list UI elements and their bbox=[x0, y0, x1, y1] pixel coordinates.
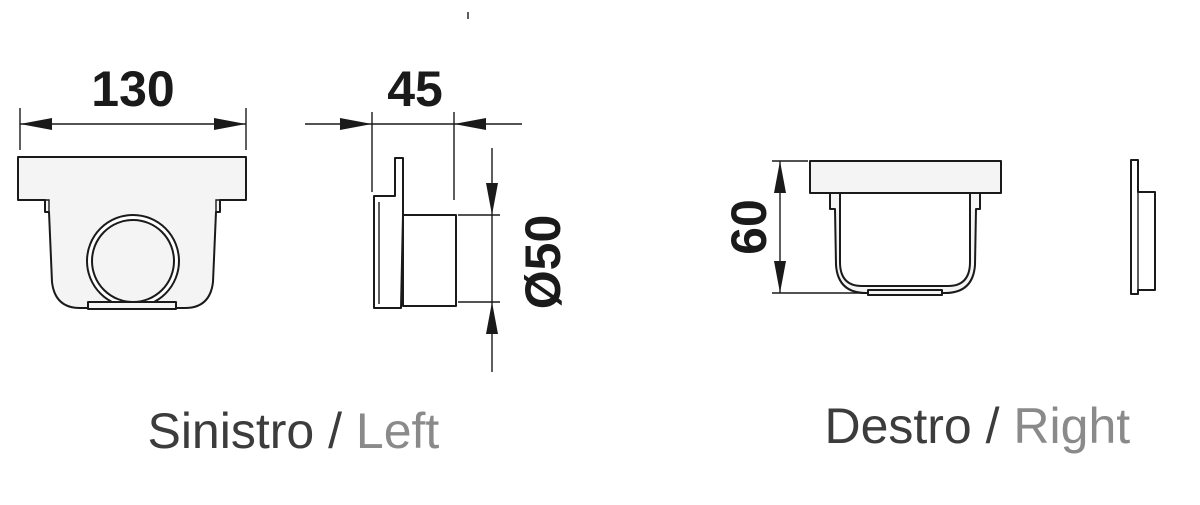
caption-left-separator: / bbox=[314, 403, 356, 459]
right-side-view bbox=[1130, 159, 1156, 295]
width-dimension-label: 130 bbox=[91, 61, 174, 117]
diameter-arrow-bottom bbox=[486, 302, 498, 334]
height-arrow-top bbox=[774, 161, 786, 193]
outlet-circle-inner bbox=[91, 219, 175, 303]
depth-arrow-left bbox=[340, 118, 372, 130]
caption-left: Sinistro / Left bbox=[78, 403, 481, 459]
side-view-flange bbox=[373, 157, 404, 309]
diameter-dimension-label: Ø50 bbox=[515, 215, 571, 310]
height-dimension-label: 60 bbox=[721, 199, 777, 255]
depth-arrow-right bbox=[454, 118, 486, 130]
caption-left-italian: Sinistro bbox=[147, 403, 314, 459]
width-arrow-right bbox=[214, 118, 246, 130]
height-arrow-bottom bbox=[774, 261, 786, 293]
right-side-flange bbox=[1130, 159, 1156, 295]
side-view-outlet-pipe bbox=[402, 214, 457, 307]
front-view-lip-left bbox=[36, 199, 50, 212]
depth-dimension-label: 45 bbox=[387, 61, 443, 117]
caption-right-english: Right bbox=[1013, 398, 1130, 454]
right-view-top-flange bbox=[809, 160, 1002, 194]
right-view-base-foot bbox=[867, 289, 943, 296]
caption-right-italian: Destro bbox=[824, 398, 971, 454]
diameter-arrow-top bbox=[486, 183, 498, 215]
caption-right-separator: / bbox=[972, 398, 1014, 454]
front-view-lip-right bbox=[215, 199, 229, 212]
left-side-view: 45 Ø50 bbox=[305, 61, 571, 372]
width-arrow-left bbox=[20, 118, 52, 130]
right-front-view: 60 bbox=[721, 160, 1002, 296]
caption-right: Destro / Right bbox=[755, 398, 1172, 454]
left-front-view: 130 bbox=[17, 61, 247, 310]
front-view-base-foot bbox=[87, 301, 177, 310]
caption-left-english: Left bbox=[356, 403, 440, 459]
right-view-body bbox=[829, 192, 981, 294]
